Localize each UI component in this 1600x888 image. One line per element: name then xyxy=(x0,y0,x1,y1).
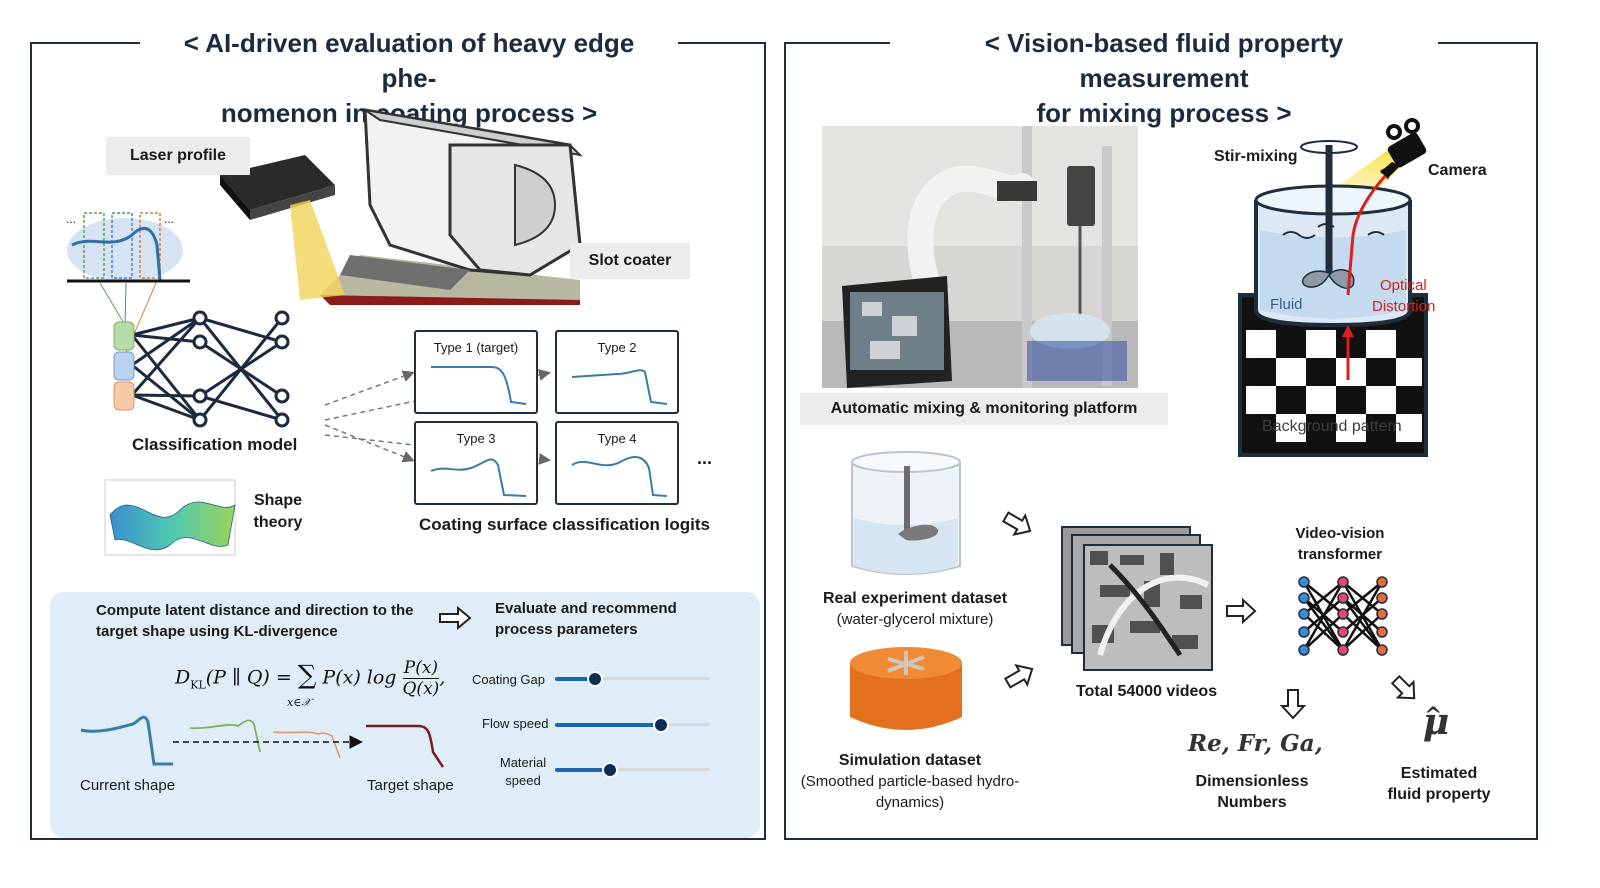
arrow-videos-to-transformer xyxy=(1226,597,1257,625)
simulation-dataset-caption: Simulation dataset (Smoothed particle-ba… xyxy=(800,752,1020,811)
current-shape-label: Current shape xyxy=(80,777,176,794)
arrow-to-dimensionless xyxy=(1279,689,1307,720)
type-1-curve xyxy=(431,366,527,405)
video-stack xyxy=(1061,526,1213,671)
arrow-to-estimated xyxy=(1390,674,1416,700)
evaluate-text: Evaluate and recommend process parameter… xyxy=(495,600,677,638)
estimated-property-label: Estimated fluid property xyxy=(1387,765,1491,803)
shape-transition-curves xyxy=(80,715,445,768)
type-3-box: Type 3 xyxy=(414,421,538,505)
arrow-sim-to-videos xyxy=(1004,664,1034,689)
mu-symbol: ^ μ xyxy=(1422,701,1450,743)
flow-speed-slider[interactable] xyxy=(555,717,710,733)
total-videos-label: Total 54000 videos xyxy=(1076,683,1218,700)
optical-distortion-label: Optical Distortion xyxy=(1372,277,1436,315)
type-1-box: Type 1 (target) xyxy=(414,330,538,414)
type-2-box: Type 2 xyxy=(555,330,679,414)
fluid-label: Fluid xyxy=(1270,296,1303,313)
laser-profile-tag: Laser profile xyxy=(106,137,250,175)
mixing-platform-photo xyxy=(822,126,1138,388)
material-speed-slider[interactable] xyxy=(555,762,710,778)
arrow-real-to-videos xyxy=(1002,511,1032,536)
type-2-curve xyxy=(571,369,668,405)
classification-network xyxy=(99,282,290,428)
vvt-label: Video-vision transformer xyxy=(1295,525,1385,563)
type-4-box: Type 4 xyxy=(555,421,679,505)
coating-gap-slider-knob[interactable] xyxy=(586,671,603,687)
real-dataset-beaker xyxy=(851,451,961,575)
flow-speed-slider-fill xyxy=(555,723,661,727)
type-3-curve xyxy=(430,458,527,497)
left-panel-title: < AI-driven evaluation of heavy edge phe… xyxy=(140,26,678,131)
stir-mixing-diagram xyxy=(1238,118,1428,457)
more-types-ellipsis: ... xyxy=(697,448,713,468)
stir-mixing-label: Stir-mixing xyxy=(1214,148,1298,165)
slot-coater-illustration xyxy=(320,108,583,305)
slot-coater-tag: Slot coater xyxy=(570,243,690,279)
shape-theory-label: Shape theory xyxy=(253,492,303,531)
camera-label: Camera xyxy=(1428,162,1487,179)
flow-speed-label: Flow speed xyxy=(482,716,549,731)
profile-scan-icon xyxy=(67,212,190,283)
material-speed-slider-knob[interactable] xyxy=(602,762,619,778)
shape-theory-surface xyxy=(104,479,236,556)
right-panel-title: < Vision-based fluid property measuremen… xyxy=(890,26,1438,131)
kl-formula: DKL(P ∥ Q) = ∑ P(x) log P(x)Q(x), x∈𝒳 xyxy=(175,658,446,709)
coating-gap-label: Coating Gap xyxy=(472,672,545,687)
profile-dots-left: ... xyxy=(66,212,77,226)
target-shape-label: Target shape xyxy=(367,777,454,794)
hollow-arrow-icon xyxy=(439,605,472,631)
platform-caption: Automatic mixing & monitoring platform xyxy=(800,393,1168,425)
compute-text: Compute latent distance and direction to… xyxy=(96,602,414,640)
dimensionless-label: Dimensionless Numbers xyxy=(1195,773,1309,811)
simulation-dataset-cylinder xyxy=(850,647,962,730)
classification-model-label: Classification model xyxy=(132,435,298,454)
real-dataset-caption: Real experiment dataset (water-glycerol … xyxy=(822,590,1008,628)
material-speed-label: Material speed xyxy=(499,755,547,788)
vvt-network xyxy=(1298,576,1388,656)
background-pattern-label: Background pattern xyxy=(1262,418,1402,435)
material-speed-slider-fill xyxy=(555,768,610,772)
flow-speed-slider-knob[interactable] xyxy=(653,717,670,733)
kl-divergence-box xyxy=(50,592,760,838)
coating-gap-slider[interactable] xyxy=(555,671,710,687)
dimensionless-symbols: Re, Fr, Ga, xyxy=(1188,730,1323,757)
profile-dots-right: ... xyxy=(164,212,175,226)
logits-caption: Coating surface classification logits xyxy=(419,515,710,534)
coating-gap-slider-fill xyxy=(555,677,594,681)
type-4-curve xyxy=(571,456,668,497)
